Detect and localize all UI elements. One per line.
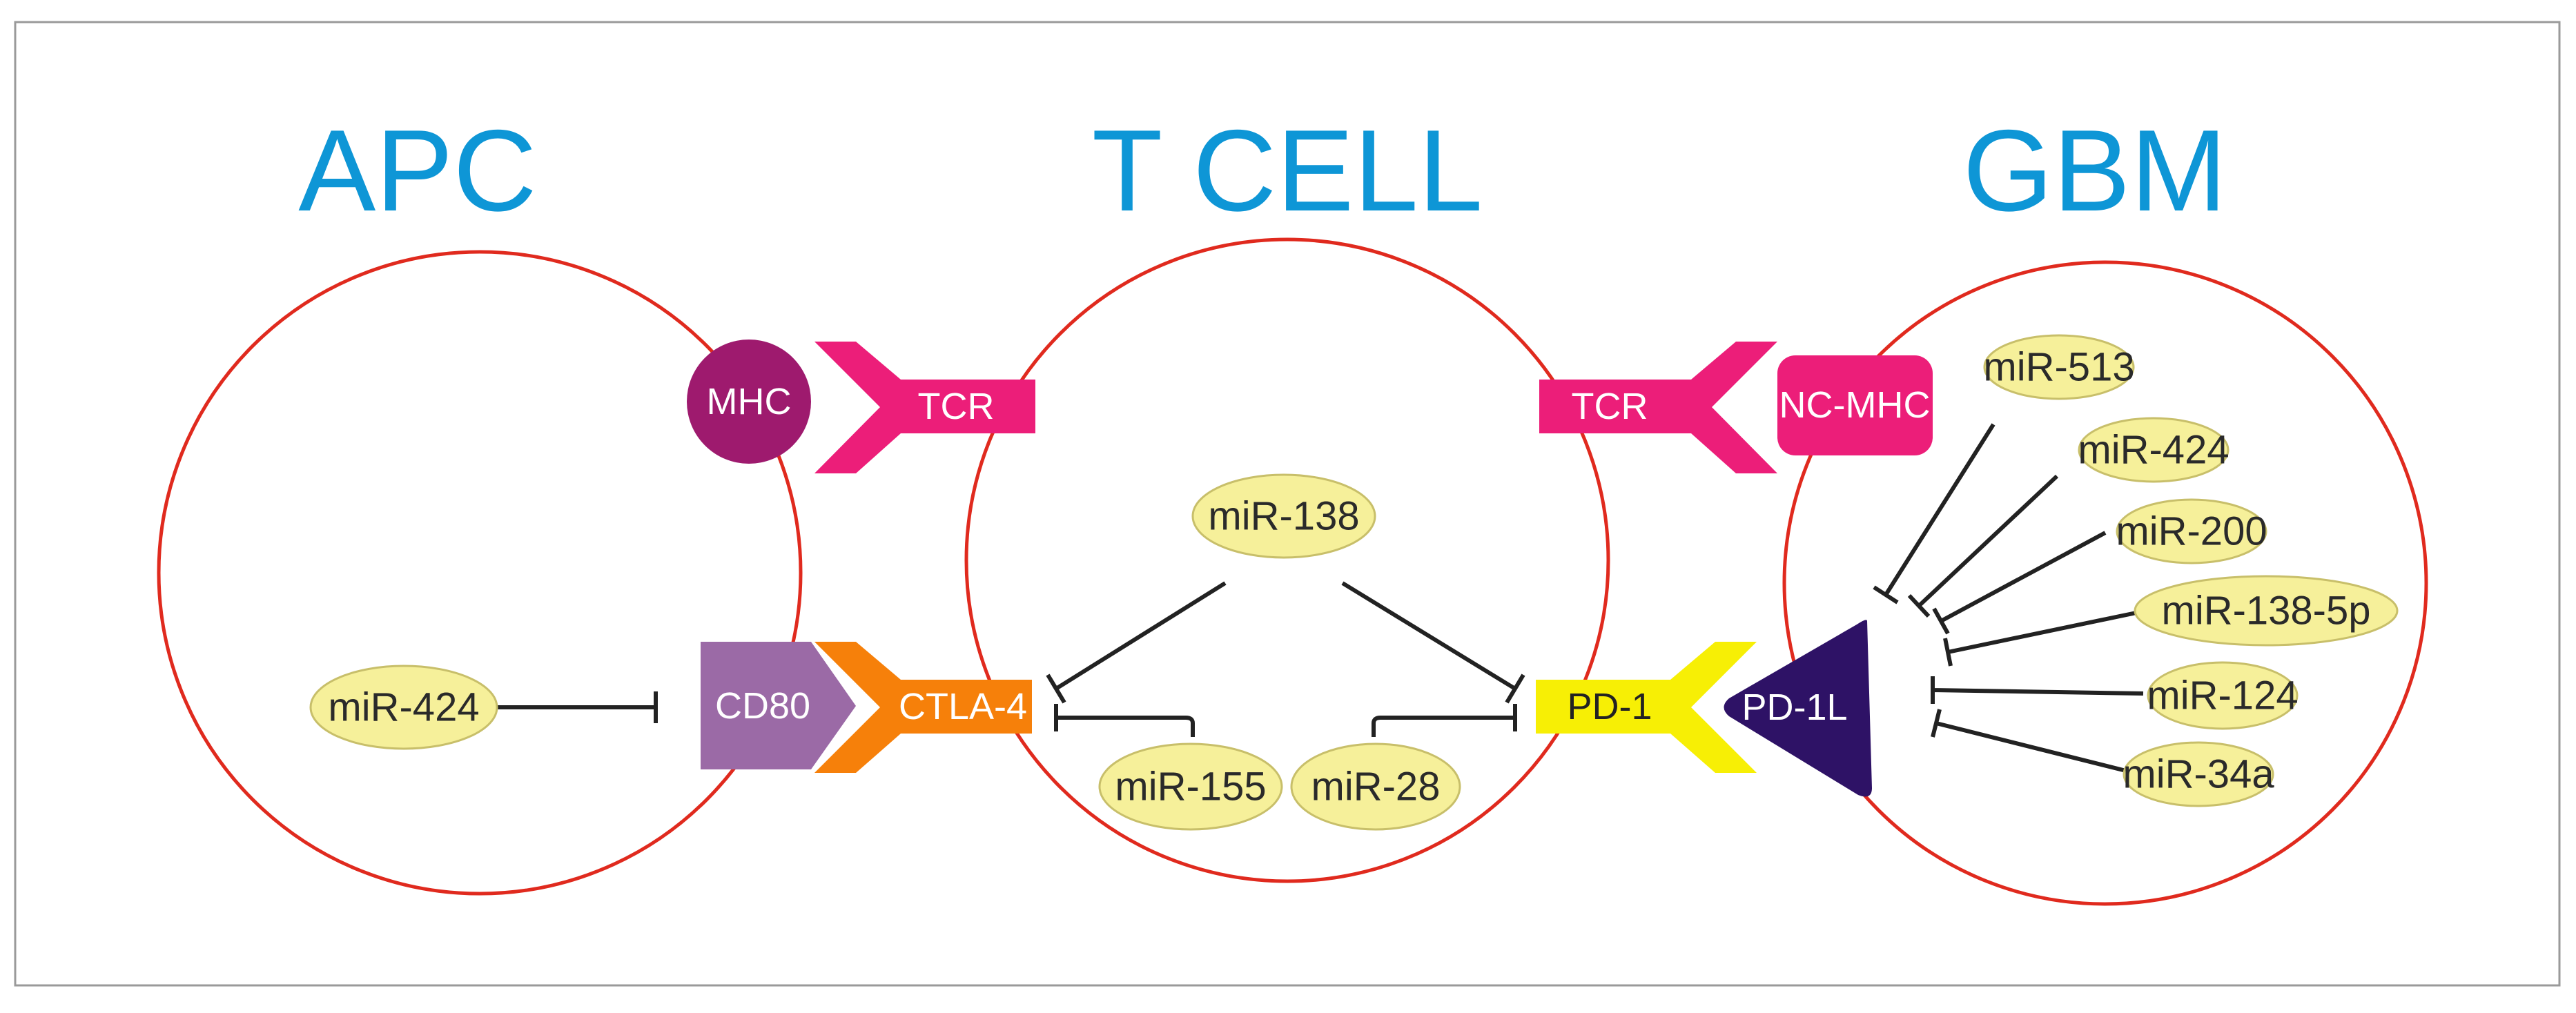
inhibit-gbm-mir200-pd1l [1932, 531, 2107, 635]
tcell-mir138: miR-138 [1191, 473, 1376, 559]
gbm-cell [1782, 260, 2428, 906]
gbm-mir424-label: miR-424 [2078, 428, 2229, 473]
gbm-mir138-5p: miR-138-5p [2134, 575, 2399, 647]
gbm-mir200: miR-200 [2116, 498, 2267, 564]
apc-title: APC [298, 106, 536, 235]
tcr-left-label: TCR [918, 386, 995, 427]
gbm-mir513: miR-513 [1983, 334, 2135, 400]
pd1-label: PD-1 [1567, 686, 1652, 727]
inhibit-gbm-mir34a-pd1l [1931, 709, 2127, 773]
tcell-mir155-label: miR-155 [1115, 765, 1266, 809]
gbm-mir124-label: miR-124 [2147, 673, 2298, 718]
cd80-label: CD80 [715, 685, 810, 727]
nc-mhc-molecule [1777, 355, 1933, 455]
gbm-mir34a-label: miR-34a [2123, 752, 2274, 797]
inhibit-mir155-ctla4 [1054, 704, 1195, 737]
tcell-mir138-label: miR-138 [1208, 494, 1359, 539]
gbm-mir34a: miR-34a [2123, 741, 2274, 807]
ctla4-receptor [814, 642, 1032, 773]
pd1l-label: PD-1L [1741, 687, 1847, 728]
gbm-mir124: miR-124 [2147, 661, 2299, 730]
ctla4-label: CTLA-4 [899, 686, 1027, 727]
mhc-molecule [687, 340, 811, 464]
nc-mhc-label: NC-MHC [1779, 384, 1931, 426]
inhibit-gbm-mir424-pd1l [1907, 474, 2059, 618]
inhibition-arrows [491, 423, 2144, 773]
inhibit-gbm-mir138-5p-pd1l [1943, 611, 2137, 667]
apc-mir424: miR-424 [309, 665, 498, 750]
tcell-title: T CELL [1092, 106, 1483, 235]
inhibit-mir138-pd1 [1341, 581, 1525, 704]
inhibit-gbm-mir513-pd1l [1873, 423, 1996, 604]
inhibit-mir28-pd1 [1372, 704, 1517, 737]
tcell-cell [964, 237, 1610, 883]
gbm-mir200-label: miR-200 [2116, 509, 2267, 554]
inhibit-mir138-ctla4 [1046, 581, 1227, 704]
gbm-title: GBM [1963, 106, 2227, 235]
apc-cell [157, 250, 803, 896]
tcell-mir28: miR-28 [1290, 742, 1461, 831]
apc-mir424-label: miR-424 [328, 685, 479, 730]
gbm-mir424: miR-424 [2078, 417, 2229, 483]
tcr-right-receptor [1539, 342, 1777, 473]
gbm-mir138-5p-label: miR-138-5p [2162, 589, 2371, 633]
inhibit-gbm-mir124-pd1l [1931, 676, 2144, 704]
tcr-right-label: TCR [1572, 386, 1648, 427]
tcr-left-receptor [814, 342, 1035, 473]
mhc-label: MHC [707, 381, 792, 422]
cd80-molecule [701, 642, 856, 769]
pd1-receptor [1536, 642, 1757, 773]
gbm-mir513-label: miR-513 [1983, 345, 2134, 390]
inhibit-apc-mir424-cd80 [491, 691, 658, 723]
tcell-mir28-label: miR-28 [1311, 765, 1441, 809]
tcell-mir155: miR-155 [1098, 742, 1283, 831]
pd1l-molecule [1724, 620, 1872, 797]
